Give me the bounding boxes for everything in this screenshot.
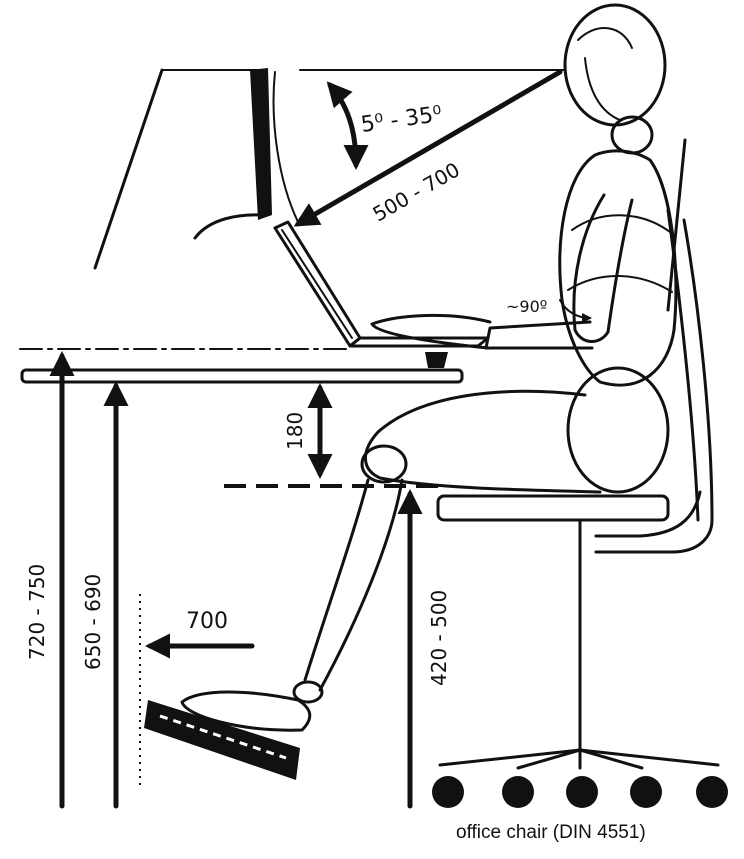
desk-height-b-label: 650 - 690 (81, 574, 105, 670)
seated-figure (180, 3, 687, 732)
legroom-label: 700 (186, 609, 228, 634)
view-distance-label: 500 - 700 (369, 157, 464, 226)
view-angle-label: 5⁰ - 35⁰ (359, 102, 443, 138)
elbow-angle-arc (559, 299, 592, 323)
foot-rest (144, 700, 300, 780)
view-angle-arrow (326, 81, 369, 170)
laptop (273, 220, 490, 348)
seat-height-label: 420 - 500 (427, 590, 451, 686)
desk-top (20, 368, 464, 384)
sight-line (293, 69, 563, 227)
monitor (93, 68, 299, 270)
desk-to-thigh-label: 180 (283, 412, 307, 450)
office-chair (432, 208, 728, 808)
elbow-angle-label: ~90º (506, 297, 547, 316)
laptop-foot (425, 352, 448, 368)
desk-height-a-label: 720 - 750 (25, 564, 49, 660)
caption: office chair (DIN 4551) (456, 822, 646, 843)
